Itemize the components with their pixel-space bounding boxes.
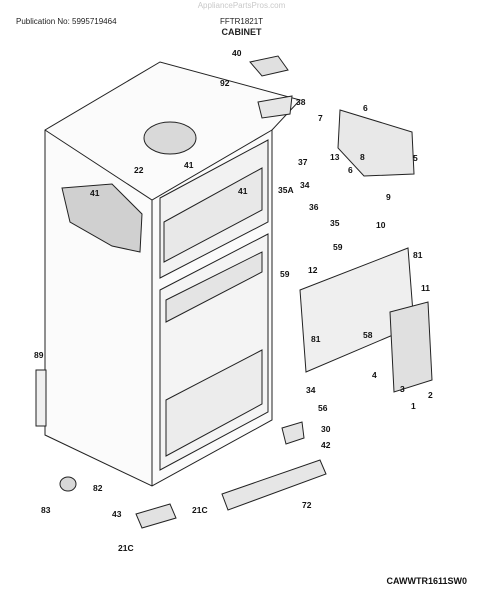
callout-label: 3 <box>400 384 405 394</box>
callout-label: 8 <box>360 152 365 162</box>
fresh-food-shelf <box>165 251 263 323</box>
callout-label: 38 <box>296 97 306 107</box>
callout-label: 83 <box>41 505 51 515</box>
callout-label: 12 <box>308 265 318 275</box>
callout-label: 59 <box>333 242 343 252</box>
side-panel <box>35 369 47 427</box>
diagram-code: CAWWTR1611SW0 <box>386 576 467 586</box>
publication-number: Publication No: 5995719464 <box>16 17 117 26</box>
left-side-part <box>61 183 143 253</box>
callout-label: 34 <box>306 385 316 395</box>
hinge-bracket <box>257 95 293 119</box>
callout-label: 6 <box>348 165 353 175</box>
callout-label: 41 <box>238 186 248 196</box>
callout-label: 35 <box>330 218 340 228</box>
callout-label: 21C <box>192 505 208 515</box>
callout-label: 41 <box>90 188 100 198</box>
callout-label: 30 <box>321 424 331 434</box>
callout-label: 36 <box>309 202 319 212</box>
callout-label: 11 <box>421 283 430 293</box>
dispenser-assembly <box>337 109 415 177</box>
hinge-cover <box>249 55 289 77</box>
callout-label: 37 <box>298 157 308 167</box>
leveling-leg <box>59 476 77 492</box>
callout-label: 89 <box>34 350 44 360</box>
watermark: AppliancePartsPros.com <box>197 1 286 10</box>
cabinet-front-edge <box>44 129 273 486</box>
callout-label: 7 <box>318 113 323 123</box>
callout-label: 42 <box>321 440 331 450</box>
callout-label: 13 <box>330 152 340 162</box>
callout-label: 56 <box>318 403 328 413</box>
callout-label: 22 <box>134 165 144 175</box>
callout-label: 10 <box>376 220 386 230</box>
callout-label: 81 <box>311 334 321 344</box>
callout-label: 35A <box>278 185 294 195</box>
callout-label: 4 <box>372 370 377 380</box>
callout-label: 40 <box>232 48 242 58</box>
callout-label: 41 <box>184 160 194 170</box>
top-part <box>143 121 197 155</box>
callout-label: 5 <box>413 153 418 163</box>
callout-label: 58 <box>363 330 373 340</box>
callout-label: 43 <box>112 509 122 519</box>
kick-plate <box>221 459 327 511</box>
callout-label: 34 <box>300 180 310 190</box>
callout-label: 92 <box>220 78 230 88</box>
bottom-bracket <box>135 503 177 529</box>
dispenser-door <box>389 301 433 393</box>
crisper-area <box>165 349 263 457</box>
callout-label: 72 <box>302 500 312 510</box>
callout-label: 81 <box>413 250 423 260</box>
callout-label: 1 <box>411 401 416 411</box>
callout-label: 2 <box>428 390 433 400</box>
section-title: CABINET <box>221 27 262 37</box>
callout-label: 82 <box>93 483 103 493</box>
model-number: FFTR1821T <box>219 17 264 26</box>
callout-label: 59 <box>280 269 290 279</box>
callout-label: 21C <box>118 543 134 553</box>
callout-label: 9 <box>386 192 391 202</box>
bracket <box>281 421 305 445</box>
callout-label: 6 <box>363 103 368 113</box>
freezer-shelf <box>163 167 263 263</box>
